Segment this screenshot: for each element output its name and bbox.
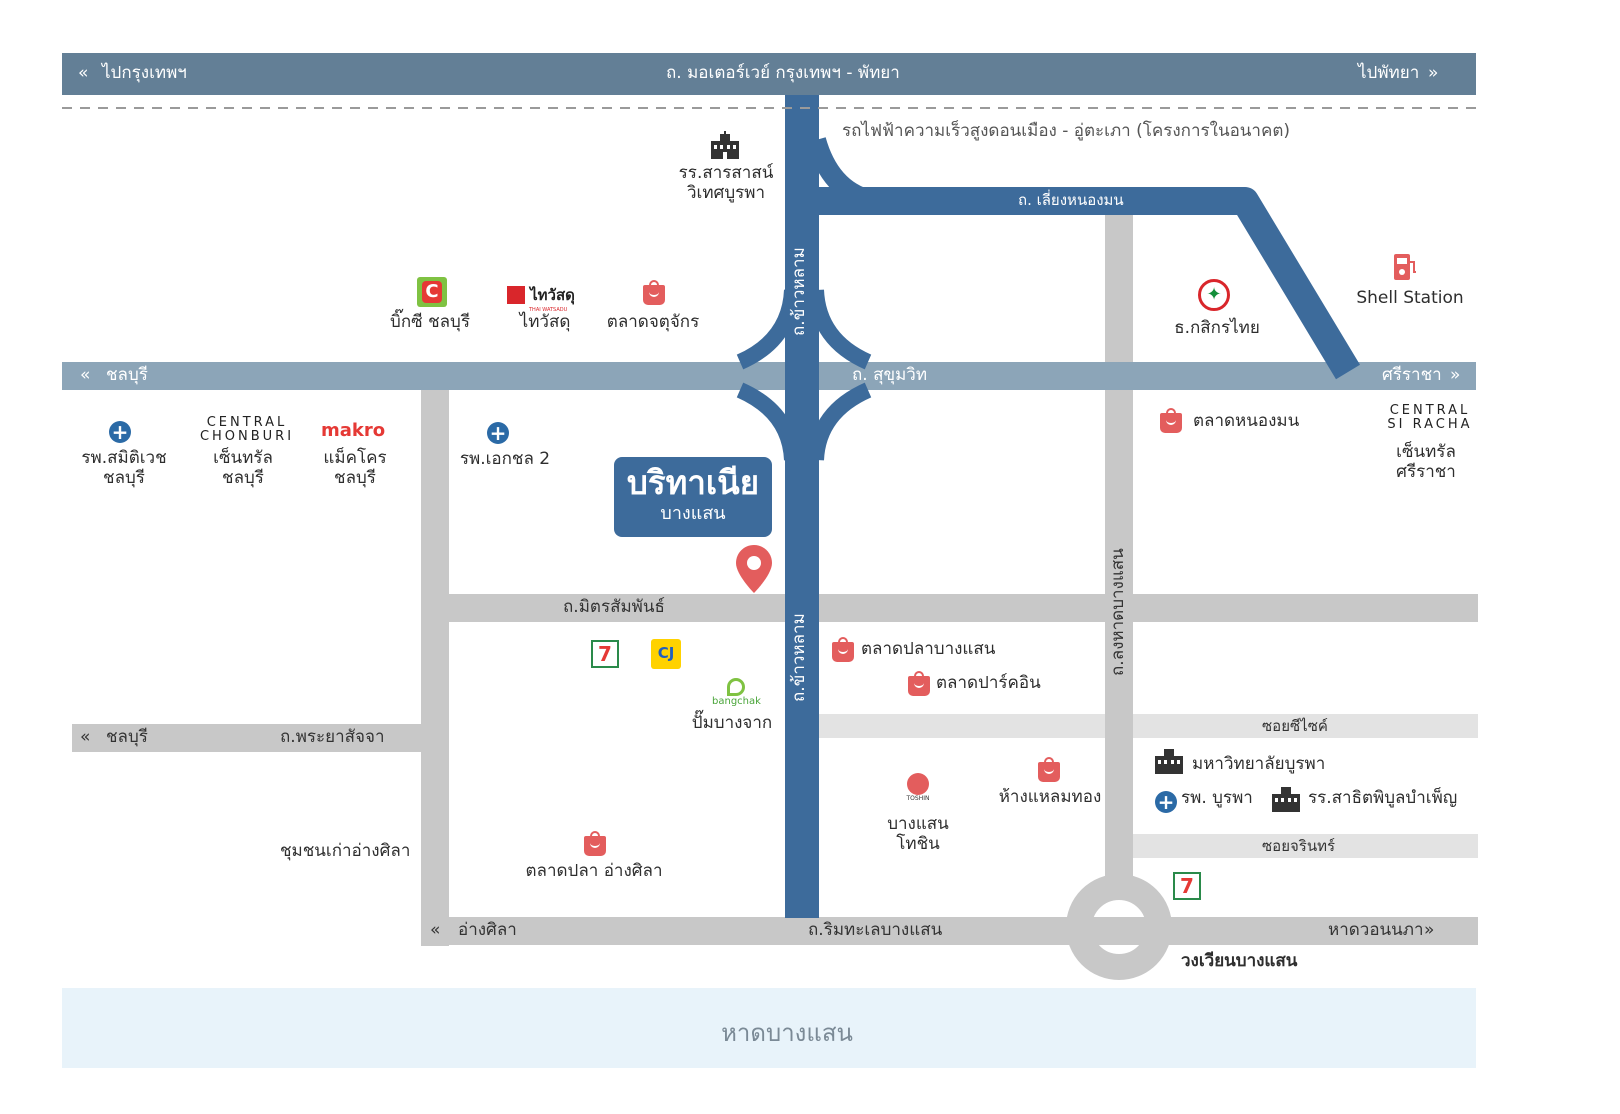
chevron-left-icon: «	[80, 727, 91, 747]
old-community-label: ชุมชนเก่าอ่างศิลา	[280, 841, 411, 861]
mitsamphan-label: ถ.มิตรสัมพันธ์	[563, 597, 665, 617]
project-callout: บริทาเนีย บางแสน	[614, 457, 772, 537]
soi-jarin-label: ซอยจรินทร์	[1262, 837, 1336, 855]
university-building-icon	[1155, 749, 1183, 774]
burapha-hosp-label: รพ. บูรพา	[1181, 788, 1253, 808]
hospital-cross-icon: +	[1155, 791, 1177, 813]
soi-seaside-road	[818, 714, 1478, 738]
cj-more-logo: CJ	[651, 639, 681, 669]
chevron-right-icon: »	[1428, 63, 1439, 83]
makro-logo: makro	[321, 420, 386, 441]
chevron-right-icon: »	[1424, 920, 1435, 940]
sukhumvit-right-label: ศรีราชา	[1382, 365, 1442, 385]
bigc-label: บิ๊กซี ชลบุรี	[390, 312, 470, 332]
highway-right-label: ไปพัทยา	[1358, 63, 1420, 83]
burapha-univ-label: มหาวิทยาลัยบูรพา	[1192, 754, 1326, 774]
thaiwatsadu-logo-icon: ไทวัสดุ THAI WATSADU	[507, 283, 575, 313]
project-subtitle: บางแสน	[660, 503, 726, 524]
school-building-icon	[711, 131, 739, 159]
fish-market-label: ตลาดปลาบางแสน	[861, 639, 996, 659]
chevron-left-icon: «	[80, 365, 91, 385]
chevron-right-icon: »	[1450, 365, 1461, 385]
jatujak-label: ตลาดจตุจักร	[606, 312, 700, 332]
location-pin-icon	[736, 545, 772, 593]
samitivej-label: รพ.สมิติเวชชลบุรี	[81, 448, 167, 488]
project-title: บริทาเนีย	[626, 463, 760, 502]
aekachol-label: รพ.เอกชล 2	[459, 449, 551, 469]
gas-station-icon	[1394, 254, 1416, 280]
central-sriracha-label: เซ็นทรัลศรีราชา	[1396, 442, 1456, 482]
roundabout-label: วงเวียนบางแสน	[1181, 951, 1298, 971]
interchange-loop	[736, 289, 872, 461]
shopping-bag-icon	[584, 831, 606, 856]
angsila-market-label: ตลาดปลา อ่างศิลา	[525, 861, 663, 881]
highway-left-label: ไปกรุงเทพฯ	[102, 63, 187, 83]
seven-eleven-logo: 7	[591, 640, 619, 668]
rim-thale-left-label: อ่างศิลา	[458, 920, 517, 940]
railway-label: รถไฟฟ้าความเร็วสูงดอนเมือง - อู่ตะเภา (โ…	[842, 121, 1290, 141]
soi-seaside-label: ซอยซีไซค์	[1262, 717, 1328, 735]
satit-school-label: รร.สาธิตพิบูลบำเพ็ญ	[1308, 788, 1458, 808]
liang-nong-mon-road	[816, 187, 1360, 380]
sukhumvit-left-label: ชลบุรี	[106, 365, 148, 385]
angsila-road	[421, 390, 449, 946]
shopping-bag-icon	[832, 637, 854, 662]
bangchak-label: ปั๊มบางจาก	[691, 713, 773, 733]
sukhumvit-road	[62, 362, 1476, 390]
rim-thale-right-label: หาดวอนนภา	[1328, 920, 1424, 940]
khao-lam-label-top: ถ.ข้าวหลาม	[789, 247, 809, 336]
hospital-cross-icon: +	[487, 422, 509, 444]
phraya-road	[72, 724, 449, 752]
mitsamphan-road	[421, 594, 1478, 622]
roundabout	[1066, 874, 1172, 980]
shopping-bag-icon	[1038, 757, 1060, 782]
toshin-logo: TOSHIN	[906, 773, 930, 802]
central-chonburi-label: เซ็นทรัลชลบุรี	[213, 448, 273, 488]
phraya-left-label: ชลบุรี	[106, 727, 148, 747]
toshin-label: บางแสนโทชิน	[887, 814, 949, 854]
school-sarasas-label: รร.สารสาสน์วิเทศบูรพา	[678, 163, 774, 203]
liang-nong-mon-label: ถ. เลี่ยงหนองมน	[1018, 191, 1124, 209]
chevron-left-icon: «	[430, 920, 441, 940]
laemhat-label: ถ.ลงหาดบางแสน	[1108, 548, 1128, 676]
shopping-bag-icon	[643, 280, 665, 305]
sukhumvit-label: ถ. สุขุมวิท	[852, 365, 928, 385]
beach-label: หาดบางแสน	[721, 1019, 853, 1047]
khao-lam-label-bottom: ถ.ข้าวหลาม	[789, 613, 809, 702]
laemhat-road	[1105, 210, 1133, 900]
kbank-logo-icon: ✦	[1198, 279, 1230, 311]
chevron-left-icon: «	[78, 63, 89, 83]
khao-lam-road	[785, 95, 819, 918]
soi-jarin-road	[1130, 834, 1478, 858]
motorway	[62, 53, 1476, 95]
shopping-bag-icon	[908, 671, 930, 696]
rim-thale-label: ถ.ริมทะเลบางแสน	[808, 920, 943, 940]
laemthong-label: ห้างแหลมทอง	[998, 787, 1102, 807]
shell-label: Shell Station	[1356, 288, 1464, 308]
beach-area	[62, 988, 1476, 1068]
park-in-label: ตลาดปาร์คอิน	[936, 673, 1041, 693]
hospital-cross-icon: +	[109, 421, 131, 443]
bangchak-logo: bangchak	[712, 678, 761, 707]
shopping-bag-icon	[1160, 408, 1182, 433]
rim-thale-road	[421, 917, 1478, 945]
bigc-logo-icon: C	[417, 277, 447, 307]
makro-label: แม็คโครชลบุรี	[323, 448, 387, 488]
highway-center-label: ถ. มอเตอร์เวย์ กรุงเทพฯ - พัทยา	[666, 63, 900, 83]
phraya-label: ถ.พระยาสัจจา	[280, 727, 385, 747]
kbank-label: ธ.กสิกรไทย	[1174, 318, 1260, 338]
nong-mon-market-label: ตลาดหนองมน	[1193, 411, 1300, 431]
thaiwatsadu-label: ไทวัสดุ	[519, 312, 571, 332]
seven-eleven-logo: 7	[1173, 872, 1201, 900]
school-building-icon	[1272, 787, 1300, 812]
